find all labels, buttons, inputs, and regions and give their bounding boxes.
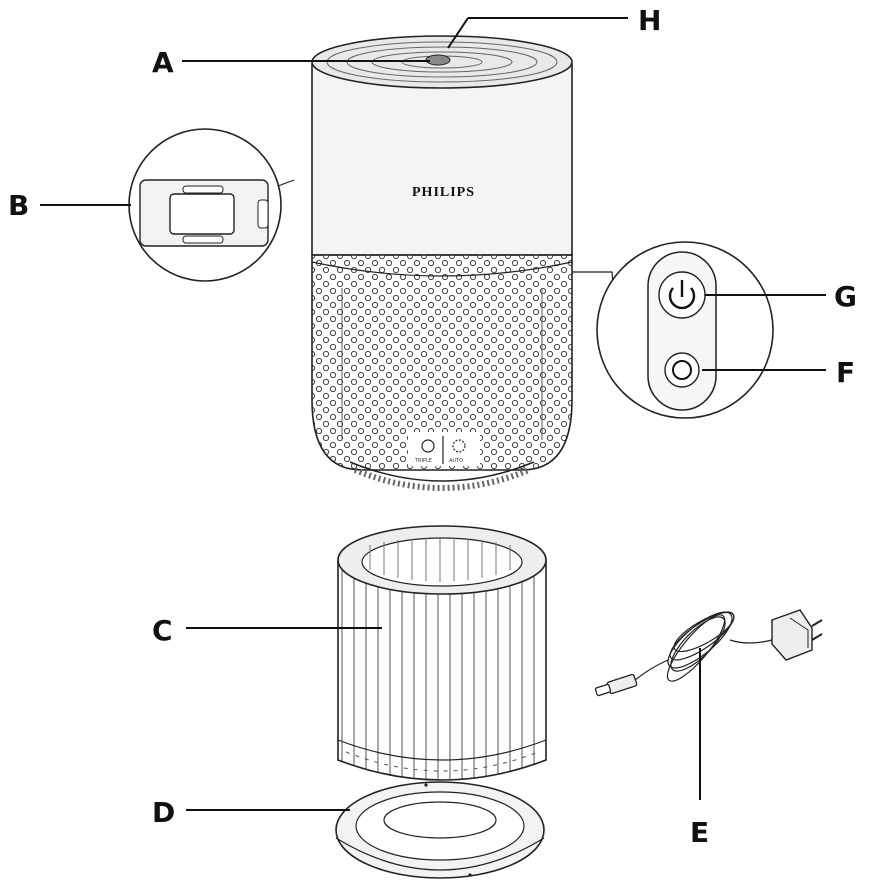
filter-cartridge <box>337 525 547 781</box>
label-d: D <box>152 796 175 829</box>
label-c: C <box>152 614 173 647</box>
fan-icon <box>421 439 435 453</box>
base-icons: TRIPLE AUTO <box>408 432 480 466</box>
mode-button[interactable] <box>664 352 700 388</box>
brand-logo: PHILIPS <box>412 185 475 200</box>
mode-icon <box>672 360 692 380</box>
detail-b <box>128 128 295 282</box>
auto-icon <box>452 439 466 453</box>
label-b: B <box>8 189 29 222</box>
label-h: H <box>638 4 661 37</box>
label-a: A <box>152 46 174 79</box>
cable-coil <box>634 611 735 682</box>
purifier-body <box>311 63 573 491</box>
label-f: F <box>836 356 855 389</box>
label-g: G <box>834 280 857 313</box>
label-e: E <box>690 816 709 849</box>
detail-control-panel <box>572 241 774 419</box>
leader-h-diag <box>447 17 469 49</box>
power-adapter <box>594 609 823 697</box>
icon-caption-right: AUTO <box>449 458 463 464</box>
power-icon <box>668 280 696 310</box>
leader-lines <box>40 17 826 811</box>
base-cover <box>335 781 545 879</box>
icon-caption-left: TRIPLE <box>414 458 432 464</box>
